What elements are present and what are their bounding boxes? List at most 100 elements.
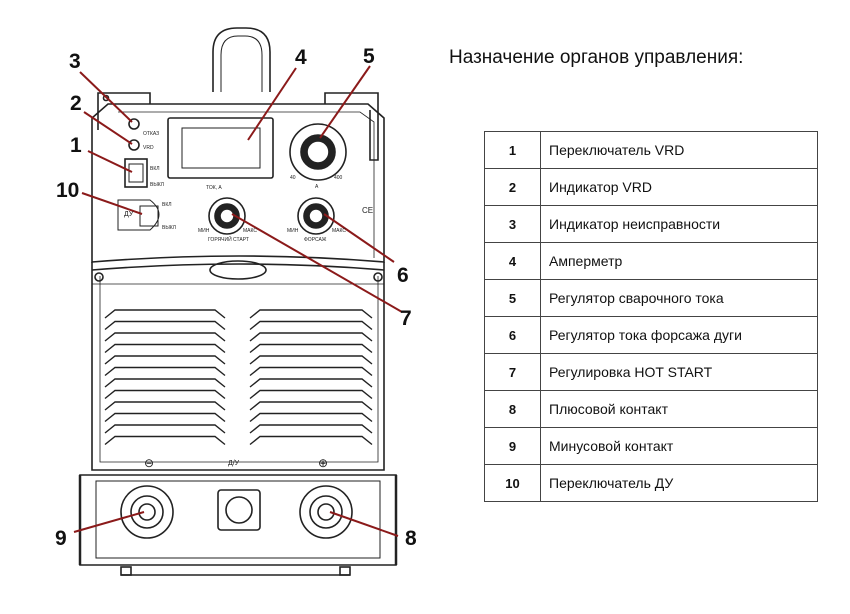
vrd-indicator <box>128 139 140 151</box>
bottom-terminal-frame <box>79 474 397 566</box>
legend-number: 10 <box>484 464 541 502</box>
legend-description: Регулировка HOT START <box>540 353 818 391</box>
control-panel-body <box>91 103 385 263</box>
vent-slat <box>249 389 373 400</box>
callout-6: 6 <box>397 264 409 287</box>
remote-on-label: ВКЛ <box>162 202 172 208</box>
vent-slat <box>104 389 226 400</box>
vent-slat <box>249 401 373 411</box>
plus-sign: ⊕ <box>318 456 328 470</box>
vent-slat <box>104 378 226 388</box>
legend-description: Индикатор неисправности <box>540 205 818 243</box>
minus-sign: ⊖ <box>144 456 154 470</box>
scale-max-label: 400 <box>334 175 343 181</box>
vent-slat <box>249 435 373 446</box>
vent-slat <box>104 424 226 434</box>
callout-line-3 <box>79 71 133 123</box>
scale-min-label: 40 <box>290 175 296 181</box>
housing <box>91 262 385 471</box>
minus-terminal <box>120 485 174 539</box>
callout-2: 2 <box>70 92 82 115</box>
vent-slat <box>104 366 226 377</box>
ammeter-display <box>167 117 274 179</box>
arc-force-min-label: МИН <box>287 228 299 234</box>
fault-label: ОТКАЗ <box>143 131 159 137</box>
scale-unit-label: А <box>315 184 319 190</box>
vent-slat <box>104 343 226 354</box>
legend-number: 3 <box>484 205 541 243</box>
vent-slat <box>249 320 373 331</box>
vrd-on-label: ВКЛ <box>150 166 160 172</box>
callout-line-2 <box>83 111 133 145</box>
vent-slat <box>249 309 373 319</box>
vent-slat <box>249 424 373 434</box>
hot-start-knob <box>208 197 246 235</box>
callout-line-10 <box>81 192 143 215</box>
hot-start-label: ГОРЯЧИЙ СТАРТ <box>208 235 249 243</box>
legend-description: Амперметр <box>540 242 818 280</box>
callout-5: 5 <box>363 45 375 68</box>
callout-10: 10 <box>56 179 79 202</box>
callout-3: 3 <box>69 50 81 73</box>
vent-slat <box>249 343 373 354</box>
ammeter-label: ТОК, А <box>206 185 222 191</box>
welding-current-knob <box>289 123 347 181</box>
vent-slat <box>104 412 226 423</box>
vent-slat <box>104 355 226 365</box>
logo-badge <box>209 260 267 280</box>
legend-description: Плюсовой контакт <box>540 390 818 428</box>
vent-slat <box>249 412 373 423</box>
remote-off-label: ВЫКЛ <box>162 225 176 231</box>
legend-number: 2 <box>484 168 541 206</box>
vent-slat <box>104 320 226 331</box>
callout-line-6 <box>323 213 395 263</box>
ce-mark: CE <box>362 206 373 215</box>
legend-description: Минусовой контакт <box>540 427 818 465</box>
callout-line-7 <box>231 213 403 313</box>
callout-1: 1 <box>70 134 82 157</box>
vent-slat <box>249 332 373 342</box>
arc-force-max-label: МАКС <box>332 228 346 234</box>
legend-number: 4 <box>484 242 541 280</box>
callout-line-9 <box>73 511 145 533</box>
legend-description: Переключатель VRD <box>540 131 818 169</box>
callout-line-1 <box>87 150 133 173</box>
vent-slat <box>104 332 226 342</box>
callout-4: 4 <box>295 46 307 69</box>
vrd-off-label: ВЫКЛ <box>150 182 164 188</box>
vent-slat <box>249 366 373 377</box>
legend-number: 1 <box>484 131 541 169</box>
remote-switch <box>139 205 159 227</box>
legend-description: Регулятор сварочного тока <box>540 279 818 317</box>
hot-start-min-label: МИН <box>198 228 210 234</box>
vent-slat <box>249 355 373 365</box>
arc-force-label: ФОРСАЖ <box>304 237 327 243</box>
ventilation-grille <box>104 309 373 446</box>
legend-description: Индикатор VRD <box>540 168 818 206</box>
legend-number: 8 <box>484 390 541 428</box>
remote-label: ДУ <box>124 211 134 218</box>
legend-number: 5 <box>484 279 541 317</box>
arc-force-knob <box>297 197 335 235</box>
vent-slat <box>104 401 226 411</box>
plus-terminal <box>299 485 353 539</box>
remote-connector <box>217 489 261 531</box>
callout-line-8 <box>329 511 399 537</box>
callout-9: 9 <box>55 527 67 550</box>
vent-slat <box>104 309 226 319</box>
callout-8: 8 <box>405 527 417 550</box>
connector-label: Д/У <box>228 460 240 467</box>
callout-line-5 <box>319 65 371 139</box>
